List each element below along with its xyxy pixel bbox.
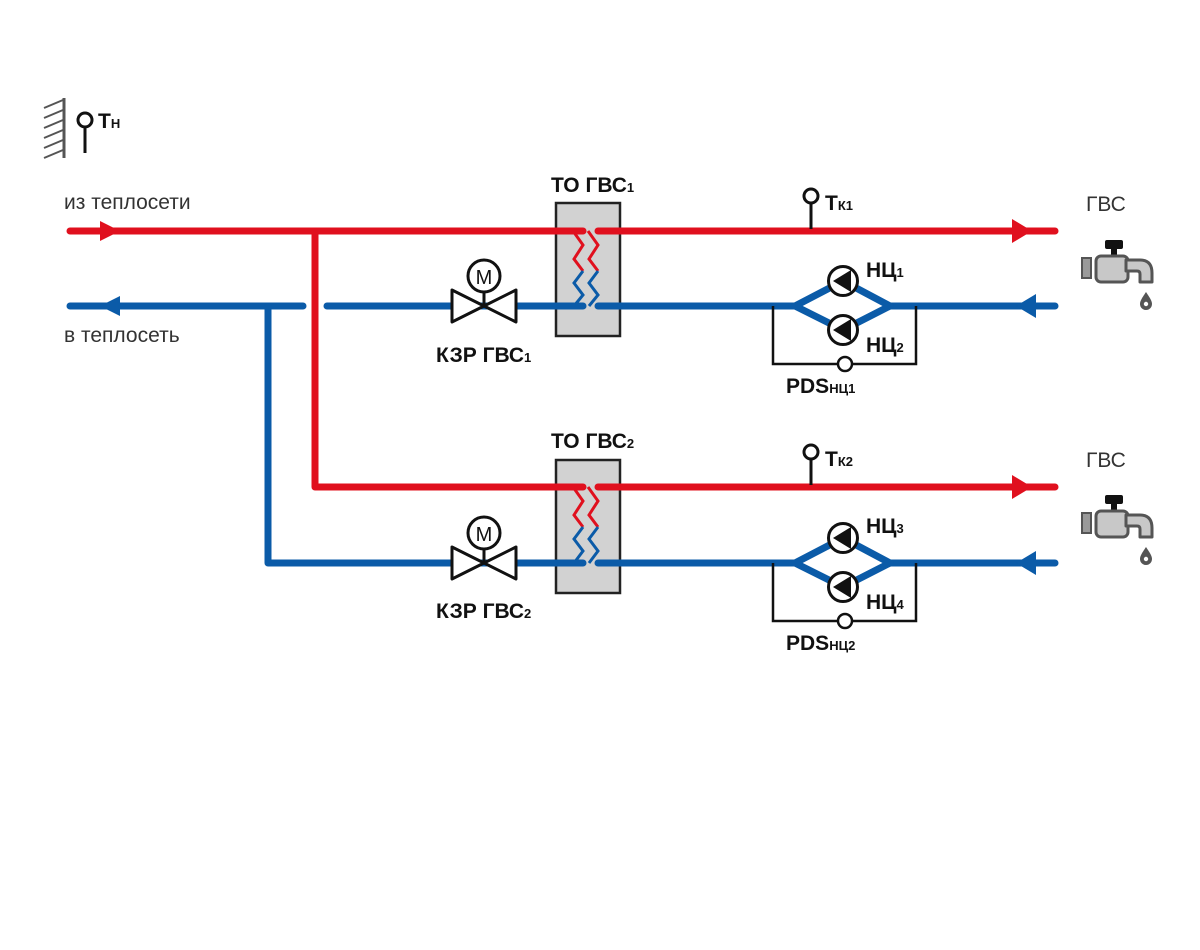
sensor-tk2-label: ТК2 xyxy=(825,448,853,471)
svg-text:ТН: ТН xyxy=(98,110,120,133)
temperature-sensor-icon xyxy=(76,111,94,153)
exchanger-2-label: ТО ГВС2 xyxy=(551,430,634,453)
dhw-consumer-1-label: ГВС xyxy=(1086,193,1126,216)
circulation-pump-icon xyxy=(827,314,859,346)
valve-2-label: КЗР ГВС2 xyxy=(436,600,531,623)
motor-label: М xyxy=(476,524,493,546)
pds-2-label: PDSНЦ2 xyxy=(786,632,855,655)
dhw-consumer-2-label: ГВС xyxy=(1086,449,1126,472)
circulation-pump-icon xyxy=(827,265,859,297)
return-line-label: в теплосеть xyxy=(64,324,180,347)
pressure-switch-icon xyxy=(836,612,854,630)
control-valve-2: М xyxy=(450,515,518,581)
motor-icon xyxy=(466,258,502,294)
pump-4-label: НЦ4 xyxy=(866,591,905,614)
supply-line-label: из теплосети xyxy=(64,191,191,214)
temperature-sensor-icon xyxy=(802,187,820,229)
heat-exchanger-2 xyxy=(554,458,622,595)
temperature-sensor-icon xyxy=(802,443,820,485)
valve-1-label: КЗР ГВС1 xyxy=(436,344,531,367)
outdoor-sensor-sub: Н xyxy=(111,116,120,131)
circulation-pump-icon xyxy=(827,571,859,603)
outdoor-sensor-label: Т xyxy=(98,110,111,133)
water-tap-icon xyxy=(1080,493,1154,567)
control-valve-1: М xyxy=(450,258,518,324)
pump-group-2 xyxy=(771,522,918,630)
sensor-tk1-label: ТК1 xyxy=(825,192,853,215)
heat-exchanger-1 xyxy=(554,201,622,338)
pump-group-1 xyxy=(771,265,918,373)
network-supply-branch xyxy=(311,227,587,491)
pds-1-label: PDSНЦ1 xyxy=(786,375,855,398)
circulation-pump-icon xyxy=(827,522,859,554)
pump-3-label: НЦ3 xyxy=(866,515,904,538)
exchanger-1-label: ТО ГВС1 xyxy=(551,174,634,197)
water-tap-icon xyxy=(1080,238,1154,312)
pump-2-label: НЦ2 xyxy=(866,334,904,357)
flow-arrows xyxy=(100,219,1036,575)
motor-icon xyxy=(466,515,502,551)
outdoor-sensor: ТН xyxy=(43,98,120,159)
pressure-switch-icon xyxy=(836,355,854,373)
motor-label: М xyxy=(476,267,493,289)
pump-1-label: НЦ1 xyxy=(866,259,904,282)
